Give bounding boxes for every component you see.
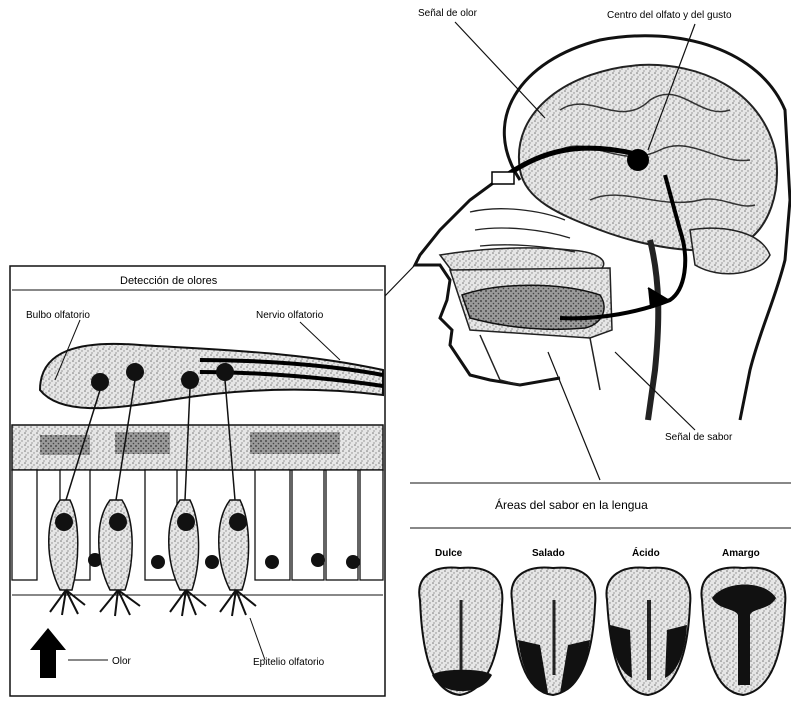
cerebellum xyxy=(690,228,770,273)
head-cross-section xyxy=(415,36,790,420)
tongue-sweet xyxy=(419,567,502,695)
taste-label-sour: Ácido xyxy=(632,546,660,559)
taste-label-bitter: Amargo xyxy=(722,548,760,559)
turbinates xyxy=(470,209,575,252)
tongue-bitter xyxy=(701,567,785,695)
taste-label-sweet: Dulce xyxy=(435,548,463,559)
nerve-label: Nervio olfatorio xyxy=(256,310,324,321)
tongue-sour xyxy=(606,567,690,695)
smell-signal-label: Señal de olor xyxy=(418,8,478,19)
olfactory-bulb-small xyxy=(492,172,514,184)
smell-taste-center xyxy=(627,149,649,171)
taste-label-salty: Salado xyxy=(532,548,565,559)
center-label: Centro del olfato y del gusto xyxy=(607,10,732,21)
taste-areas-title: Áreas del sabor en la lengua xyxy=(495,497,648,512)
tongue-salty xyxy=(511,567,595,695)
taste-signal-label: Señal de sabor xyxy=(665,432,733,443)
epithelium-label: Epitelio olfatorio xyxy=(253,657,325,668)
odor-label: Olor xyxy=(112,656,132,667)
bulb-label: Bulbo olfatorio xyxy=(26,310,90,321)
odor-detection-panel xyxy=(10,266,385,696)
detection-title: Detección de olores xyxy=(120,275,218,287)
